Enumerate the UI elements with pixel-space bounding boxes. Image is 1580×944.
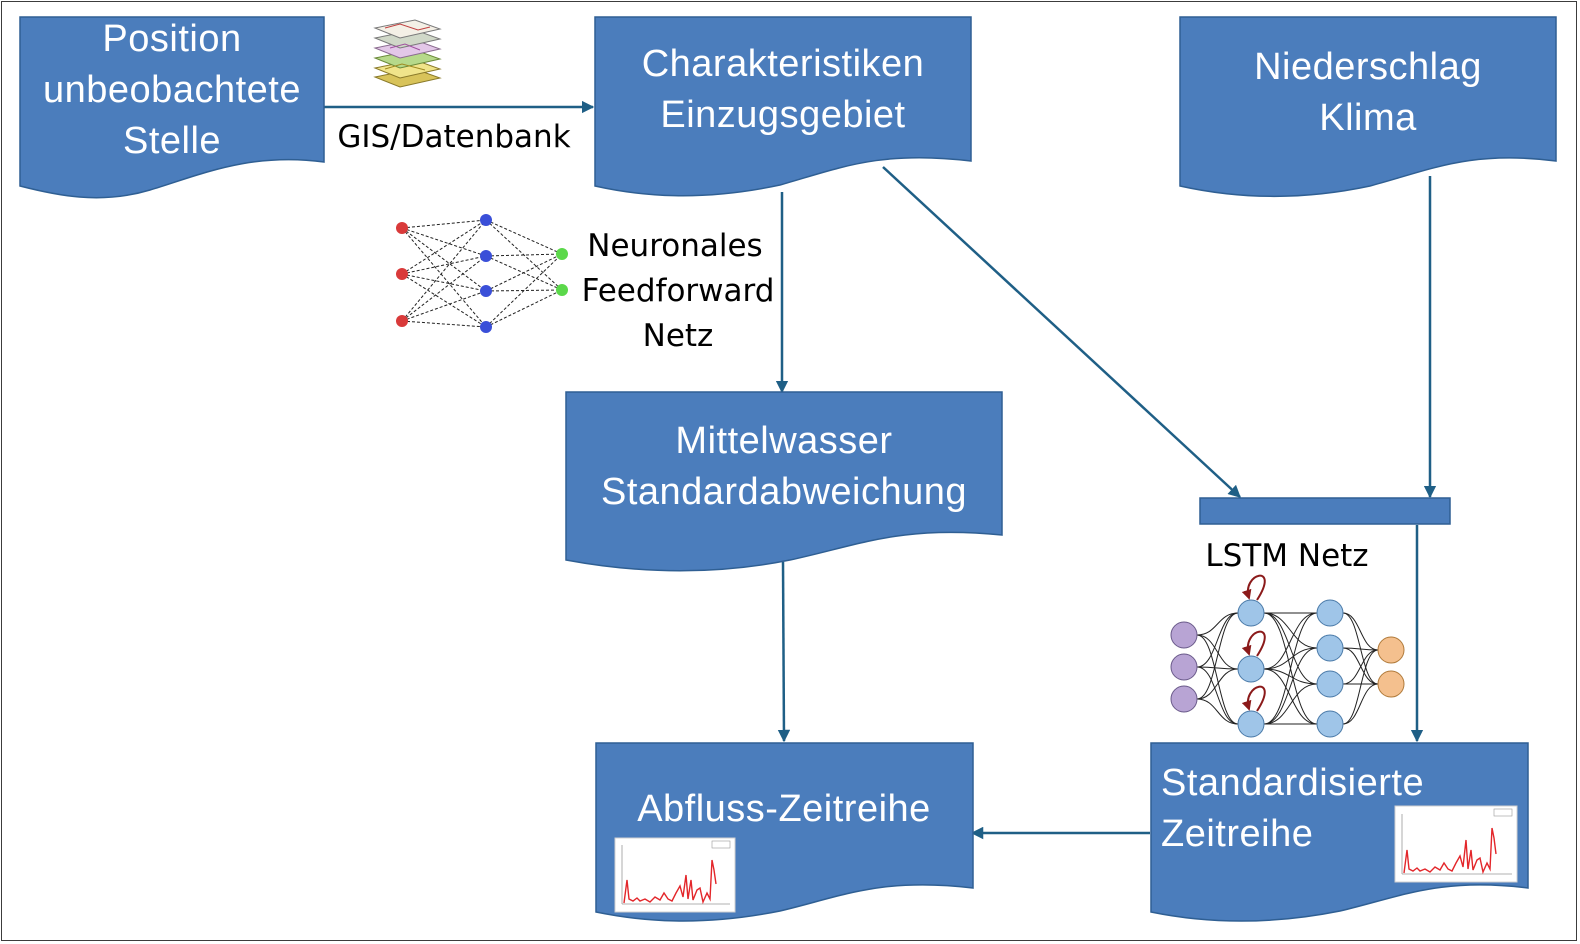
lstm-edge xyxy=(1263,668,1318,685)
lstm-edge xyxy=(1263,647,1318,725)
lstm-merge-bar xyxy=(1199,497,1451,525)
box-position-line-2: unbeobachtete xyxy=(43,69,301,111)
lstm-edge xyxy=(1342,649,1379,685)
ffnn-edge xyxy=(485,253,563,328)
lstm-edge xyxy=(1263,683,1318,725)
lstm-hidden-node xyxy=(1316,670,1344,698)
box-mittelwasser-line-1: Mittelwasser xyxy=(675,420,892,462)
ffnn-edge xyxy=(401,255,487,275)
lstm-input-node xyxy=(1170,685,1198,713)
lstm-edge xyxy=(1263,647,1318,670)
ffnn-edge xyxy=(485,289,563,292)
lstm-edge xyxy=(1263,668,1318,725)
lstm-hidden-node xyxy=(1237,655,1265,683)
ffnn-input-node xyxy=(396,315,408,327)
box-charakteristiken: Charakteristiken Einzugsgebiet xyxy=(594,16,972,197)
lstm-input-node xyxy=(1170,621,1198,649)
feedforward-network-icon xyxy=(396,214,568,333)
box-mittelwasser: Mittelwasser Standardabweichung xyxy=(565,391,1003,572)
ffnn-hidden-node xyxy=(480,214,492,226)
lstm-edge xyxy=(1263,612,1318,725)
lstm-recurrent-loop xyxy=(1241,685,1266,712)
ffnn-edge xyxy=(401,273,487,328)
lstm-edge xyxy=(1263,612,1318,685)
ffnn-edge xyxy=(485,253,563,257)
ffnn-edge xyxy=(401,219,487,229)
ffnn-edge xyxy=(401,273,487,292)
ffnn-edge xyxy=(401,227,487,292)
ffnn-hidden-node xyxy=(480,321,492,333)
box-abfluss-line-1: Abfluss-Zeitreihe xyxy=(637,788,931,830)
ffnn-edge xyxy=(401,320,487,328)
lstm-network-icon xyxy=(1170,574,1405,738)
ffnn-edge xyxy=(401,219,487,275)
lstm-hidden-node xyxy=(1316,599,1344,627)
label-lstm-netz: LSTM Netz xyxy=(1205,538,1368,574)
box-mittelwasser-line-2: Standardabweichung xyxy=(601,471,967,513)
lstm-edge xyxy=(1196,634,1239,670)
lstm-output-node xyxy=(1377,636,1405,664)
box-position-line-1: Position xyxy=(102,18,241,60)
ffnn-input-node xyxy=(396,222,408,234)
lstm-recurrent-loop xyxy=(1241,630,1266,657)
lstm-edge xyxy=(1196,634,1239,725)
lstm-edge xyxy=(1196,612,1239,668)
box-standardisierte-line-1: Standardisierte xyxy=(1161,762,1424,804)
box-position: Position unbeobachtete Stelle xyxy=(19,16,325,199)
box-niederschlag-line-2: Klima xyxy=(1319,97,1417,139)
ffnn-output-node xyxy=(556,284,568,296)
ffnn-edge xyxy=(485,253,563,292)
lstm-edge xyxy=(1196,666,1239,725)
box-charakteristiken-line-1: Charakteristiken xyxy=(642,43,925,85)
lstm-recurrent-loop xyxy=(1241,574,1266,601)
ffnn-edge xyxy=(401,227,487,257)
lstm-edge xyxy=(1196,666,1239,670)
hydrograph-chart-icon-abfluss xyxy=(614,837,736,913)
ffnn-hidden-node xyxy=(480,285,492,297)
box-niederschlag-line-1: Niederschlag xyxy=(1254,46,1482,88)
lstm-edge xyxy=(1342,683,1379,725)
lstm-edge xyxy=(1196,612,1239,700)
ffnn-edge xyxy=(401,227,487,328)
label-ffnn-line-2: Feedforward xyxy=(582,273,775,309)
lstm-edge xyxy=(1263,612,1318,649)
label-gis-datenbank: GIS/Datenbank xyxy=(337,119,570,155)
label-ffnn-line-1: Neuronales xyxy=(587,228,762,264)
lstm-hidden-node xyxy=(1316,634,1344,662)
lstm-edge xyxy=(1263,612,1318,670)
ffnn-edge xyxy=(401,219,487,322)
lstm-input-node xyxy=(1170,653,1198,681)
hydrograph-chart-icon-standardisierte xyxy=(1394,805,1518,883)
ffnn-hidden-node xyxy=(480,250,492,262)
ffnn-output-node xyxy=(556,248,568,260)
arrow-mittelwasser-to-abfluss xyxy=(777,561,791,743)
lstm-edge xyxy=(1342,647,1379,651)
lstm-edge xyxy=(1342,612,1379,651)
box-position-line-3: Stelle xyxy=(123,120,221,162)
ffnn-edge xyxy=(485,219,563,291)
gis-layers-icon xyxy=(373,19,442,88)
lstm-hidden-node xyxy=(1237,710,1265,738)
lstm-edge xyxy=(1342,649,1379,725)
lstm-edge xyxy=(1196,668,1239,700)
ffnn-edge xyxy=(485,219,563,255)
ffnn-edge xyxy=(485,289,563,328)
ffnn-edge xyxy=(401,255,487,322)
lstm-hidden-node xyxy=(1316,710,1344,738)
arrow-charakteristiken-to-lstm xyxy=(882,166,1241,498)
ffnn-edge xyxy=(401,290,487,322)
lstm-edge xyxy=(1196,698,1239,725)
box-standardisierte-line-2: Zeitreihe xyxy=(1161,813,1313,855)
ffnn-input-node xyxy=(396,268,408,280)
lstm-hidden-node xyxy=(1237,599,1265,627)
label-ffnn-line-3: Netz xyxy=(643,318,714,354)
box-charakteristiken-line-2: Einzugsgebiet xyxy=(660,94,905,136)
lstm-output-node xyxy=(1377,670,1405,698)
box-niederschlag: Niederschlag Klima xyxy=(1179,16,1557,198)
